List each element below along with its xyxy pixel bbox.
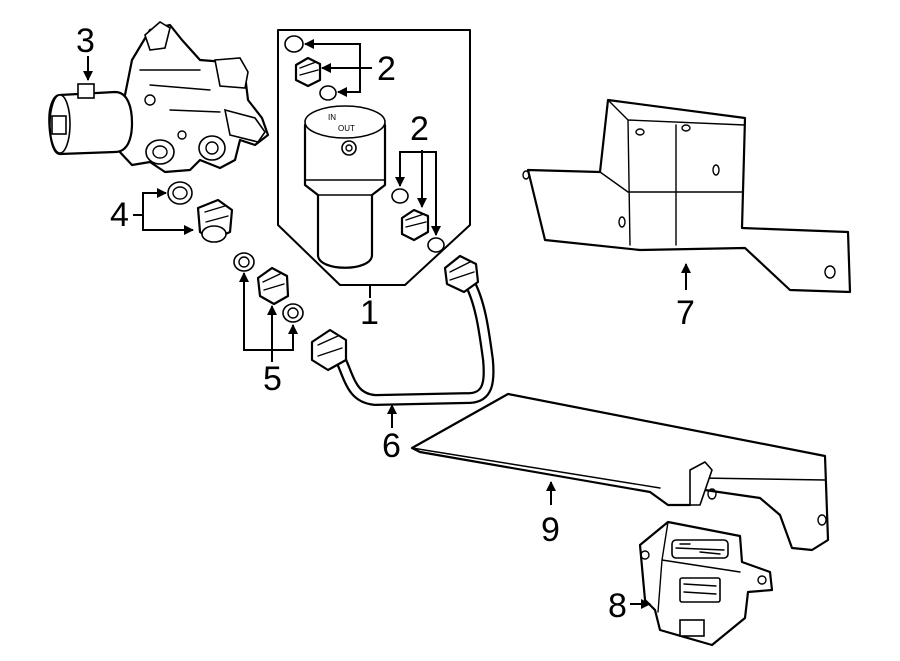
dryer-out-text: OUT <box>338 124 355 133</box>
callout-label: 4 <box>110 196 129 234</box>
callout-9: 9 <box>541 481 560 549</box>
fitting-4-part <box>167 181 234 243</box>
callout-3: 3 <box>76 22 95 81</box>
callout-label: 7 <box>676 294 695 332</box>
callout-label: 2 <box>377 50 396 88</box>
callout-7: 7 <box>676 263 695 332</box>
callout-label: 6 <box>382 427 401 465</box>
valve-block-part <box>48 21 270 174</box>
callout-1: 1 <box>360 285 379 332</box>
callout-label: 9 <box>541 511 560 549</box>
air-line-part <box>310 254 495 407</box>
heat-shield-part <box>410 392 830 552</box>
callout-6: 6 <box>382 404 401 465</box>
mounting-bracket-part <box>522 98 852 294</box>
callout-label: 3 <box>76 22 95 60</box>
callout-8: 8 <box>608 587 651 625</box>
callout-label: 2 <box>410 110 429 148</box>
control-module-part <box>638 520 774 647</box>
callout-5: 5 <box>239 272 298 398</box>
dryer-assembly-part: IN OUT <box>277 29 471 286</box>
callout-label: 5 <box>263 360 282 398</box>
dryer-in-text: IN <box>328 113 336 122</box>
callout-4: 4 <box>110 188 194 235</box>
callout-label: 8 <box>608 587 627 625</box>
callout-2b: 2 <box>395 110 441 236</box>
callout-label: 1 <box>360 294 379 332</box>
callout-2a: 2 <box>304 39 396 97</box>
